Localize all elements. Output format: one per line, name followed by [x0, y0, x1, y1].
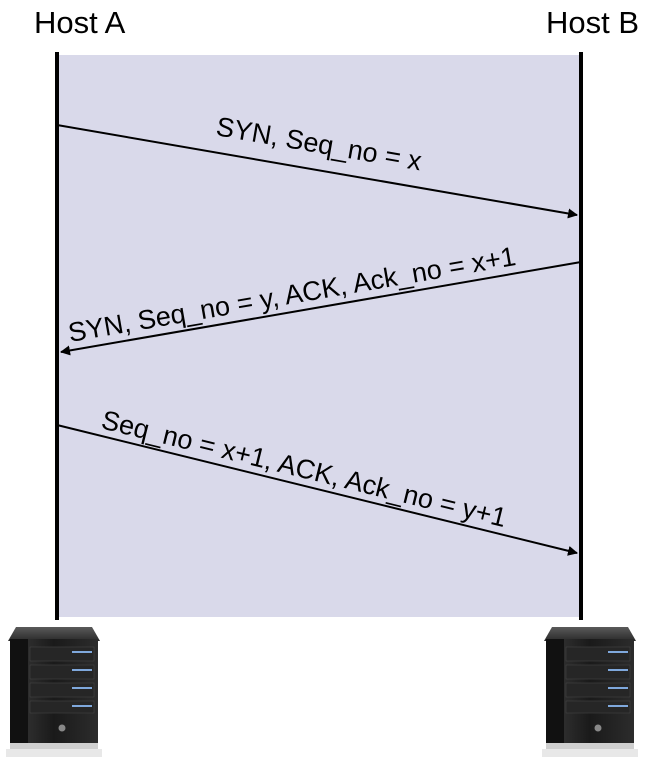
message-arrow-2 — [60, 261, 582, 356]
timeline-band — [57, 55, 581, 617]
message-arrow-3 — [56, 424, 578, 556]
message-arrow-1 — [56, 124, 578, 219]
server-icon — [6, 627, 102, 757]
host-b-label: Host B — [546, 5, 640, 40]
host-a-label: Host A — [34, 5, 126, 40]
server-icon — [542, 627, 638, 757]
